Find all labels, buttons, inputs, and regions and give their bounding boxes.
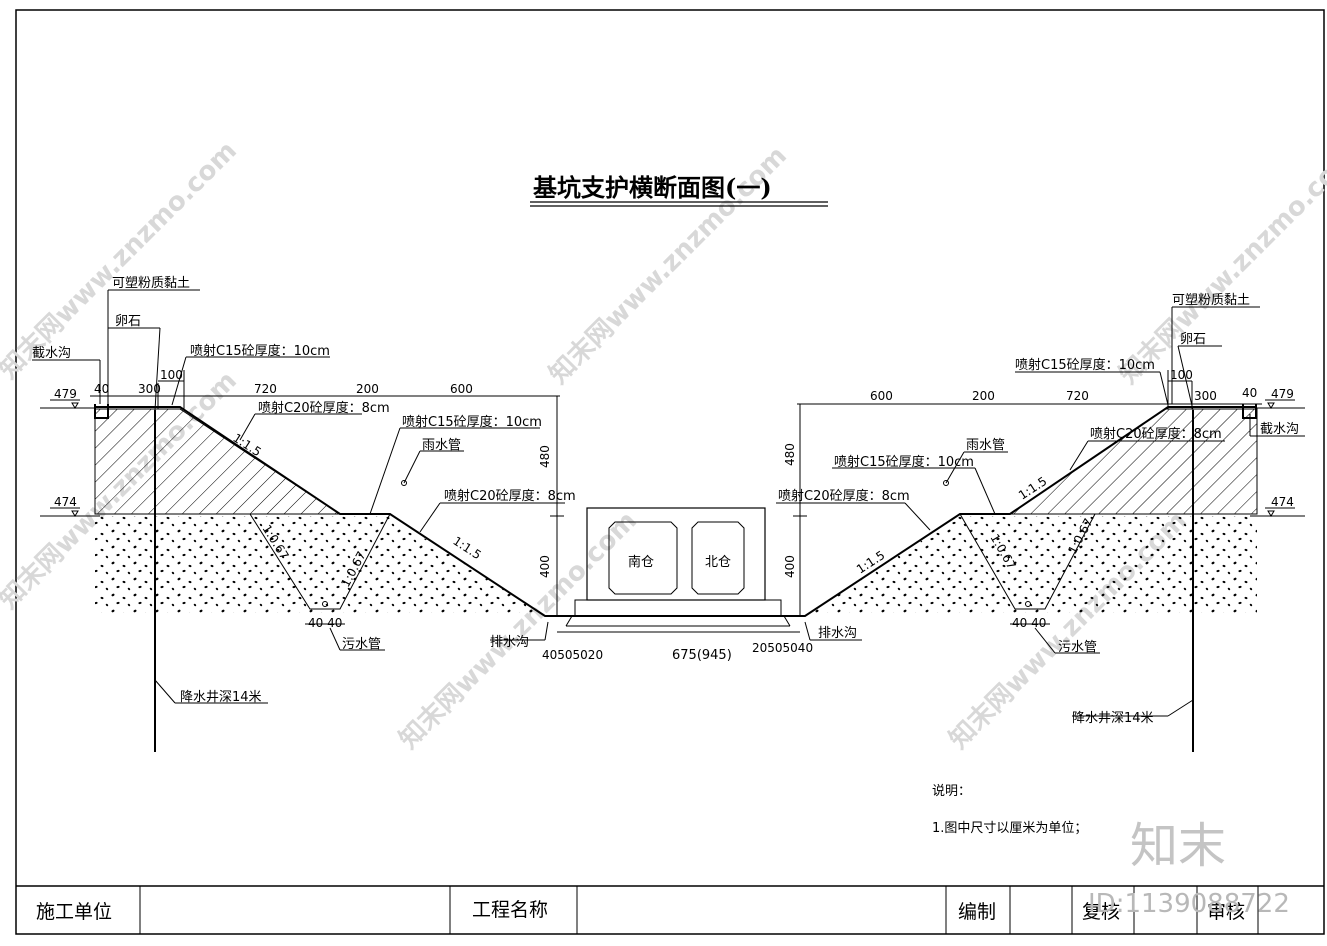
left-rain-pipe — [401, 480, 407, 486]
left-shot-c20-lower: 喷射C20砼厚度：8cm — [444, 488, 576, 504]
notes-item-1: 1.图中尺寸以厘米为单位； — [932, 821, 1087, 836]
right-elev-mid: 474 — [1271, 495, 1294, 509]
right-clay-layer — [1008, 408, 1258, 515]
right-shot-c15-top: 喷射C15砼厚度：10cm — [1015, 357, 1155, 373]
right-dim-600: 600 — [870, 389, 893, 403]
right-section — [776, 306, 1305, 752]
right-pipe-dims: 40 40 — [1012, 616, 1046, 630]
left-bottom-dims: 40505020 — [542, 648, 603, 662]
left-shot-c15-mid: 喷射C15砼厚度：10cm — [402, 414, 542, 430]
right-sewer-label: 污水管 — [1058, 640, 1097, 655]
left-drain-label: 排水沟 — [490, 635, 529, 650]
left-section — [32, 289, 565, 752]
left-cutoff-label: 截水沟 — [32, 346, 71, 361]
left-shot-c20-upper: 喷射C20砼厚度：8cm — [258, 400, 390, 416]
right-dim-200: 200 — [972, 389, 995, 403]
right-sewer-pipe — [1025, 601, 1031, 607]
left-gravel-layer — [95, 516, 540, 613]
right-gravel-label: 卵石 — [1180, 332, 1206, 347]
left-elev-top: 479 — [54, 387, 77, 401]
left-gravel-label: 卵石 — [115, 314, 141, 329]
brand-watermark: 知末 — [1130, 818, 1226, 874]
sheet-border — [15, 9, 1325, 935]
right-shot-c20-upper: 喷射C20砼厚度：8cm — [1090, 426, 1222, 442]
left-clay-layer — [94, 408, 342, 515]
left-dim-300: 300 — [138, 382, 161, 396]
left-cutoff-ditch — [94, 404, 109, 419]
right-dim-40: 40 — [1242, 386, 1257, 400]
right-cutoff-label: 截水沟 — [1260, 422, 1299, 437]
title-block — [16, 885, 1324, 934]
notes-heading: 说明： — [932, 784, 971, 799]
box-cell-north — [691, 521, 745, 595]
left-soil-label: 可塑粉质黏土 — [112, 275, 190, 291]
left-sewer-pipe — [322, 601, 328, 607]
title-block-compiled: 编制 — [958, 901, 996, 923]
right-dim-720: 720 — [1066, 389, 1089, 403]
right-dim-400: 400 — [783, 555, 797, 578]
right-shot-c15-mid: 喷射C15砼厚度：10cm — [834, 454, 974, 470]
right-excavation-profile — [800, 406, 1257, 617]
right-well-label: 降水井深14米 — [1072, 711, 1154, 726]
id-watermark: ID:1139088722 — [1088, 889, 1290, 919]
right-gravel-layer — [810, 516, 1257, 613]
right-bottom-dims: 20505040 — [752, 641, 813, 655]
watermark-text: 知末网www.znzmo.com — [1114, 141, 1327, 390]
right-shot-c20-lower: 喷射C20砼厚度：8cm — [778, 488, 910, 504]
box-base — [574, 599, 782, 617]
left-dim-200: 200 — [356, 382, 379, 396]
right-soil-label: 可塑粉质黏土 — [1172, 292, 1250, 308]
box-culvert — [557, 507, 800, 633]
left-excavation-profile — [95, 406, 557, 617]
left-shot-c15-top: 喷射C15砼厚度：10cm — [190, 343, 330, 359]
title-block-reviewed: 复核 — [1082, 901, 1120, 923]
left-dim-400: 400 — [538, 555, 552, 578]
title-block-construction-unit: 施工单位 — [36, 901, 112, 923]
left-dim-100: 100 — [160, 368, 183, 382]
box-body — [586, 507, 766, 601]
left-dim-600: 600 — [450, 382, 473, 396]
box-north-label: 北仓 — [705, 555, 731, 570]
left-rain-pipe-label: 雨水管 — [422, 438, 461, 453]
right-dim-480: 480 — [783, 443, 797, 466]
drawing-title: 基坑支护横断面图(一) — [533, 173, 772, 202]
left-dim-480: 480 — [538, 445, 552, 468]
title-block-project-name: 工程名称 — [472, 899, 548, 921]
right-sewer-trench — [959, 513, 1096, 610]
right-dim-100: 100 — [1170, 368, 1193, 382]
right-elev-top: 479 — [1271, 387, 1294, 401]
right-drain-label: 排水沟 — [818, 626, 857, 641]
left-elev-mid: 474 — [54, 495, 77, 509]
left-dim-40: 40 — [94, 382, 109, 396]
left-dim-720: 720 — [254, 382, 277, 396]
left-pipe-dims: 40 40 — [308, 616, 342, 630]
left-sewer-label: 污水管 — [342, 637, 381, 652]
left-sewer-trench — [249, 513, 391, 610]
title-block-audited: 审核 — [1207, 901, 1245, 923]
right-dim-300: 300 — [1194, 389, 1217, 403]
left-well-label: 降水井深14米 — [180, 690, 262, 705]
right-rain-pipe-label: 雨水管 — [966, 438, 1005, 453]
box-cell-south — [608, 521, 678, 595]
box-width-label: 675(945) — [672, 648, 732, 663]
box-south-label: 南仓 — [628, 554, 654, 570]
right-rain-pipe — [943, 480, 949, 486]
